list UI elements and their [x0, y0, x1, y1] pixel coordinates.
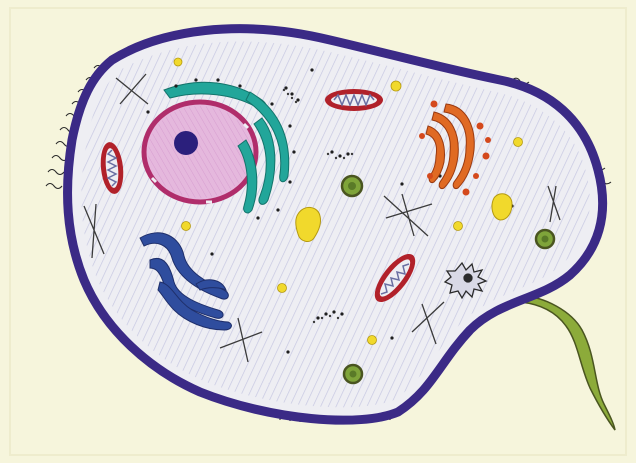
vacuole	[536, 230, 554, 248]
nucleoplasm-texture	[148, 106, 252, 198]
mitochondrion-top	[325, 89, 383, 111]
nucleus	[144, 102, 256, 202]
vacuole	[342, 176, 362, 196]
vacuole	[344, 365, 362, 383]
nucleolus	[174, 131, 198, 155]
